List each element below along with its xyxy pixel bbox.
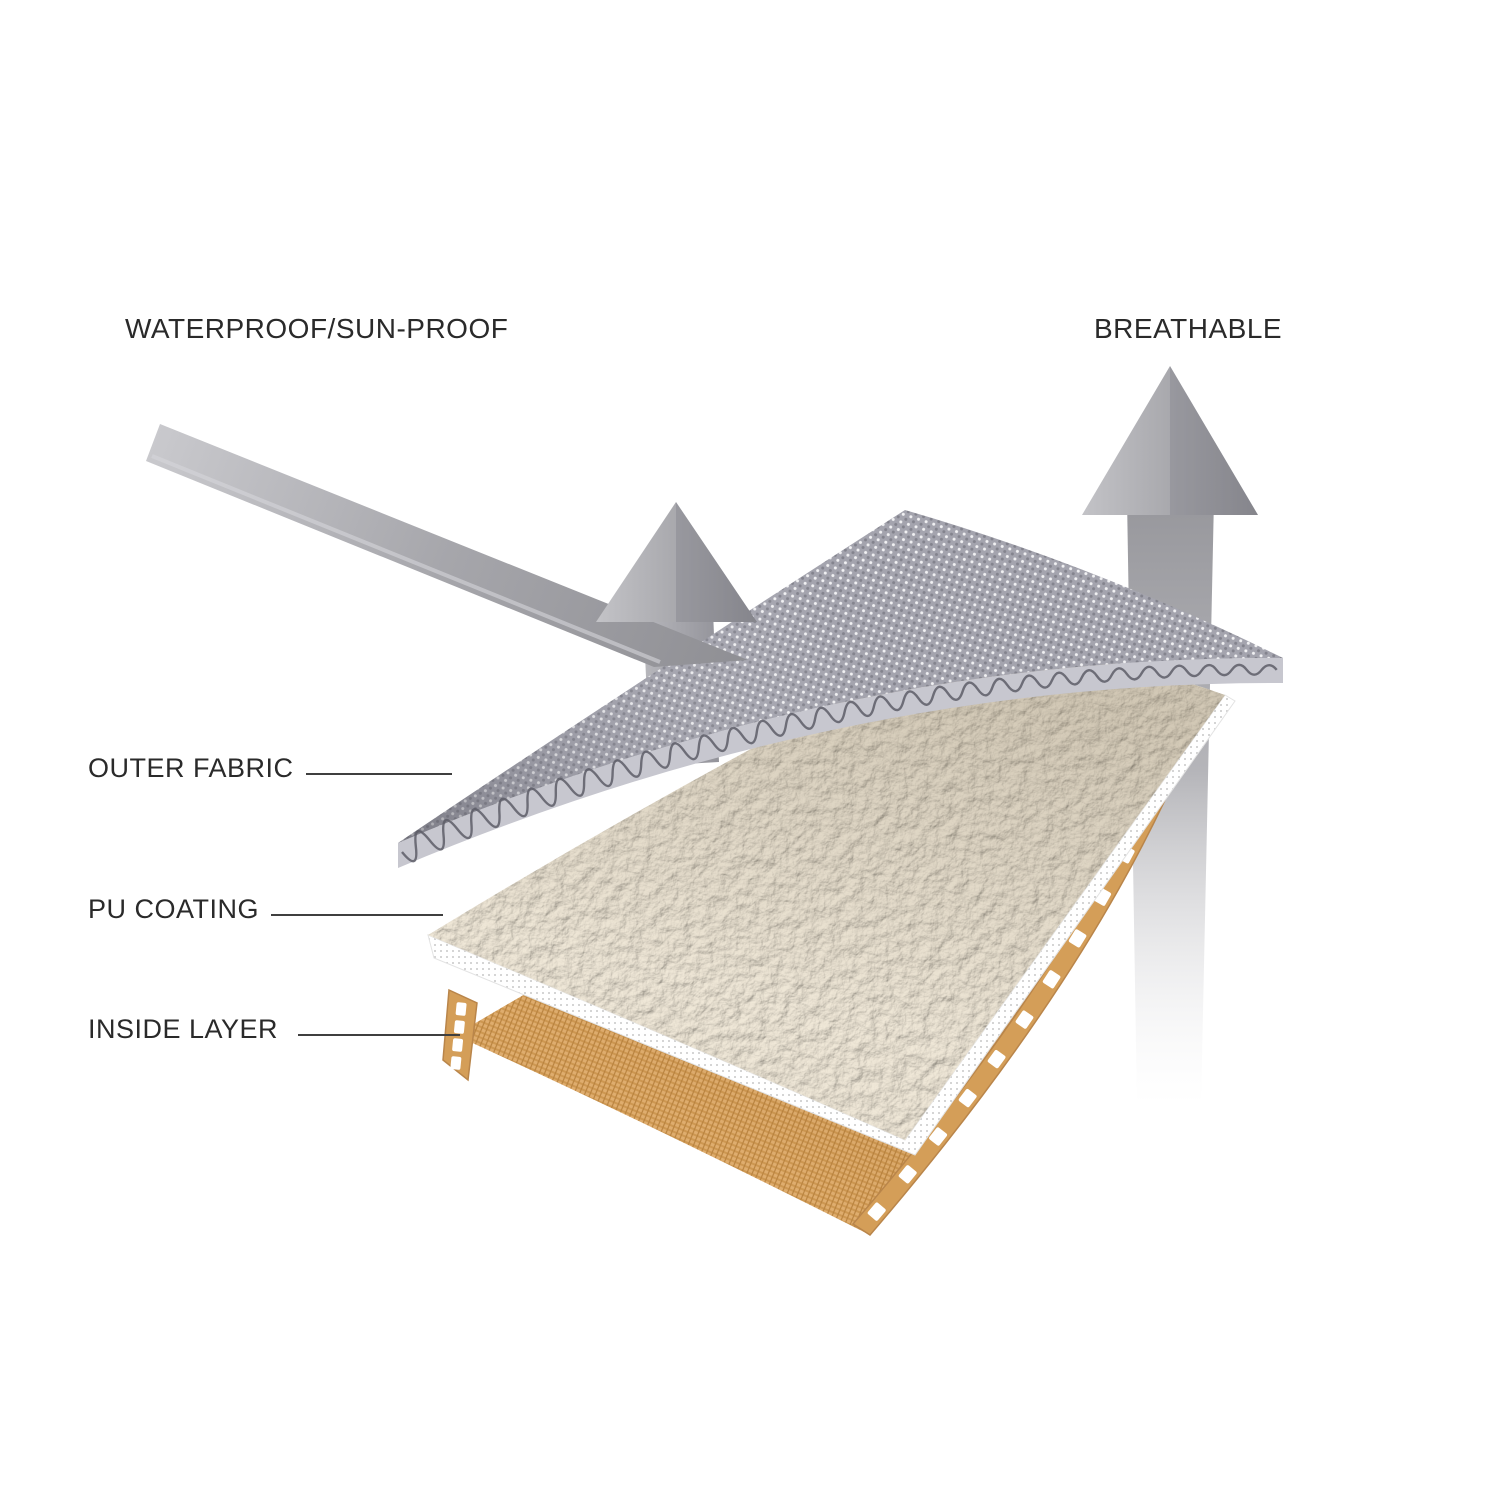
vapor-arrow-head-shade <box>676 502 757 622</box>
vapor-arrow-head-group <box>596 502 757 622</box>
perforation-hole <box>1015 1010 1034 1029</box>
perforation-hole <box>453 1020 465 1034</box>
outer-fabric-stitch-wave <box>401 663 1278 863</box>
perforation-hole <box>1042 970 1061 989</box>
outer-fabric-edge-band <box>398 657 1283 868</box>
inside-layer-leader-line <box>298 1034 460 1036</box>
outer-fabric-group <box>398 510 1283 868</box>
waterproof-ray-beam <box>146 424 748 667</box>
perforation-hole <box>450 1056 462 1070</box>
perforation-hole <box>455 1002 467 1016</box>
breathable-arrow-head <box>1082 366 1258 515</box>
inside-layer-label: INSIDE LAYER <box>88 1014 279 1044</box>
perforation-hole <box>958 1088 977 1108</box>
waterproof-ray-highlight <box>151 454 661 664</box>
pu-coating-film <box>427 694 1236 1156</box>
perforation-hole <box>987 1050 1006 1069</box>
breathable-label: BREATHABLE <box>1094 313 1283 344</box>
breathable-arrow-head-shade <box>1170 366 1258 515</box>
perforation-hole <box>1068 929 1087 948</box>
vapor-arrow-head <box>596 502 757 622</box>
pu-coating-leader-line <box>271 914 443 916</box>
perforation-hole <box>929 1127 948 1146</box>
pu-coating-fleece-shading <box>428 640 1225 1140</box>
outer-fabric-label: OUTER FABRIC <box>88 753 294 783</box>
waterproof-label: WATERPROOF/SUN-PROOF <box>125 313 509 344</box>
outer-fabric-leader-line <box>306 773 452 775</box>
waterproof-ray <box>146 424 748 667</box>
perforation-hole <box>898 1165 917 1184</box>
pu-coating-layer-group <box>428 640 1225 1140</box>
pu-coating-label: PU COATING <box>88 894 260 924</box>
perforation-hole <box>452 1038 464 1052</box>
perforation-hole <box>867 1202 886 1221</box>
